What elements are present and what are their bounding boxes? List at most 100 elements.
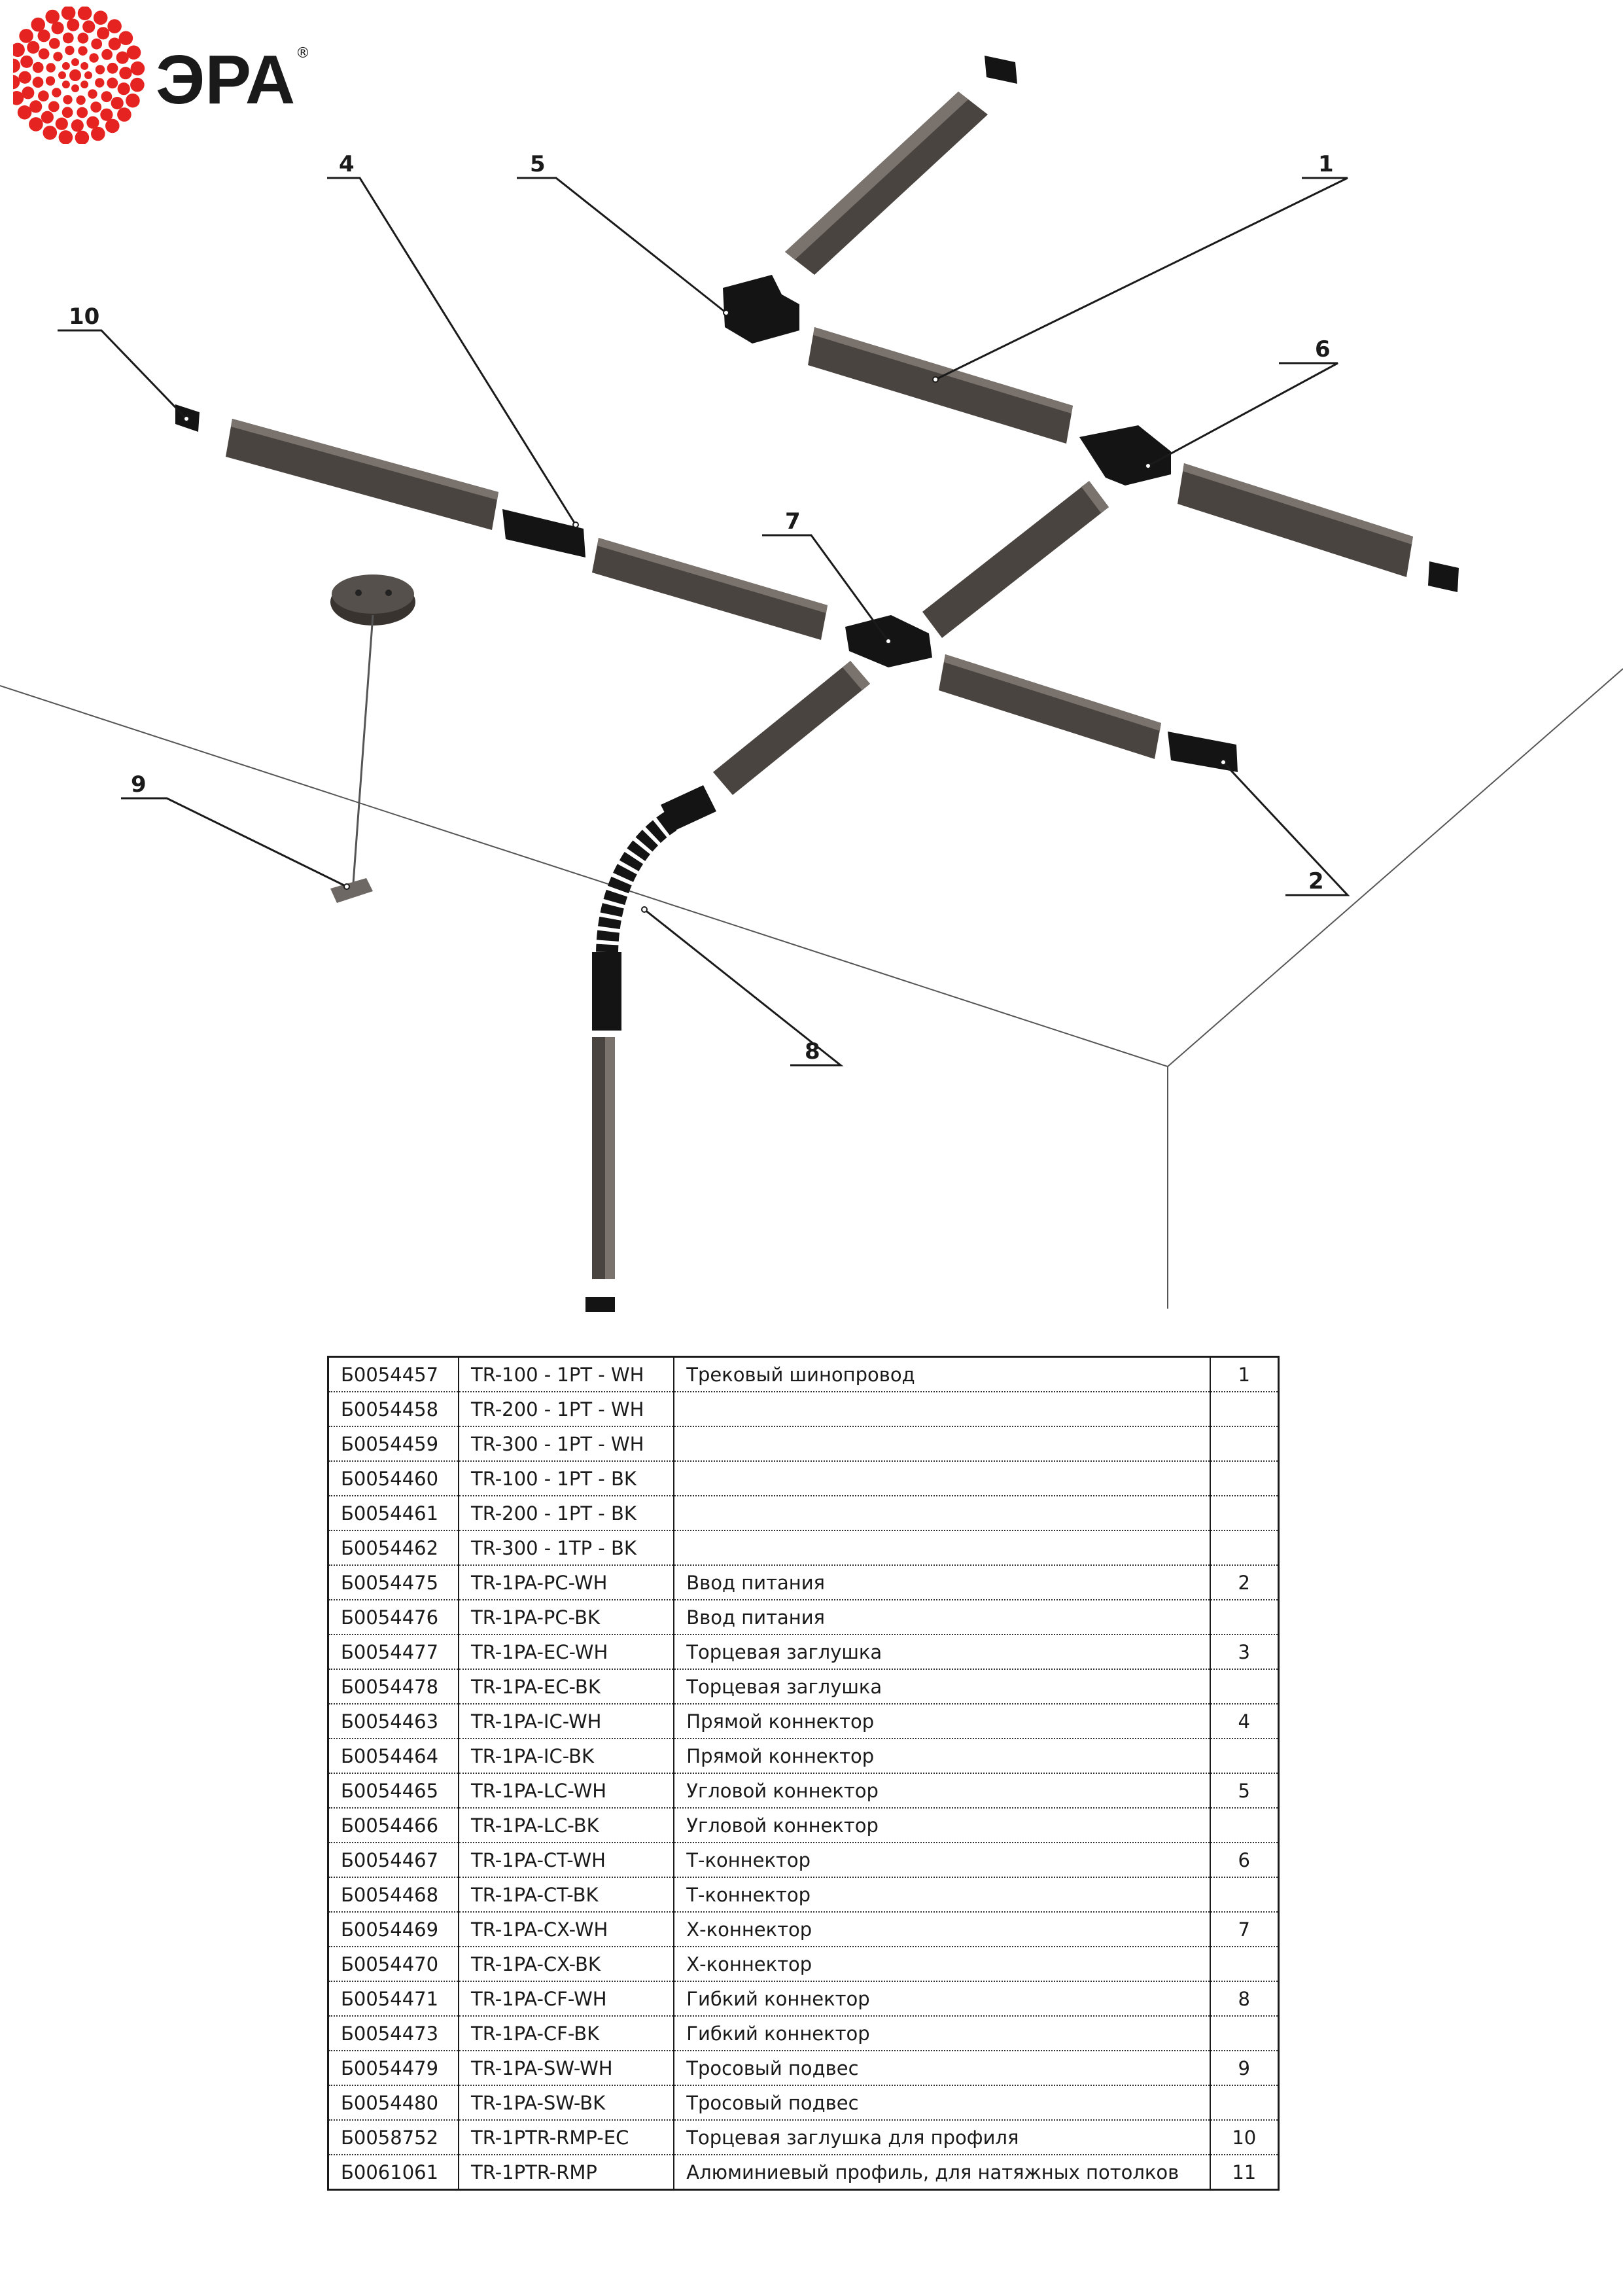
logo-dot xyxy=(65,45,75,56)
logo-dot xyxy=(75,130,90,144)
item-number-cell xyxy=(1209,1739,1279,1774)
name-cell: Т-коннектор xyxy=(673,1877,1210,1913)
logo-dot xyxy=(13,75,20,90)
logo-dot xyxy=(95,78,105,88)
logo-dot xyxy=(48,101,60,113)
flexible-connector xyxy=(596,811,677,953)
logo-dot xyxy=(29,117,43,132)
article-cell: Б0054473 xyxy=(328,2016,459,2051)
rail-left-far xyxy=(226,419,498,530)
model-cell: TR-1PA-CT-WH xyxy=(458,1843,674,1878)
logo-dot xyxy=(126,93,140,108)
logo-dot xyxy=(29,100,43,113)
logo-dot xyxy=(69,69,81,81)
item-number-cell xyxy=(1209,1496,1279,1531)
model-cell: TR-1PA-IC-WH xyxy=(458,1704,674,1739)
item-number-cell xyxy=(1209,1808,1279,1843)
logo-dot xyxy=(32,62,44,73)
model-cell: TR-1PA-CX-BK xyxy=(458,1947,674,1982)
article-cell: Б0054463 xyxy=(328,1704,459,1739)
logo-dot xyxy=(117,107,131,122)
logo-dot xyxy=(18,71,31,84)
sunburst-dots xyxy=(13,7,145,144)
article-cell: Б0054477 xyxy=(328,1634,459,1670)
name-cell: Торцевая заглушка для профиля xyxy=(673,2120,1210,2155)
logo-dot xyxy=(62,32,74,44)
logo-dot xyxy=(77,32,89,44)
logo-dot xyxy=(126,45,141,60)
model-cell: TR-1PA-CF-BK xyxy=(458,2016,674,2051)
callout-8: 8 xyxy=(805,1038,820,1065)
article-cell: Б0054465 xyxy=(328,1773,459,1809)
callout-10: 10 xyxy=(69,304,99,330)
logo-dot xyxy=(13,91,24,105)
assembly-diagram: 1 2 4 5 6 7 8 9 10 xyxy=(0,56,1623,1312)
logo-dot xyxy=(93,10,108,25)
logo-dot xyxy=(107,77,118,89)
model-cell: TR-1PA-LC-WH xyxy=(458,1773,674,1809)
logo-dot xyxy=(97,27,110,40)
model-cell: TR-1PA-CT-BK xyxy=(458,1877,674,1913)
model-cell: TR-100 - 1PT - WH xyxy=(458,1356,674,1392)
name-cell: Х-коннектор xyxy=(673,1947,1210,1982)
logo-dot xyxy=(130,61,145,76)
item-number-cell: 9 xyxy=(1209,2051,1279,2086)
logo-dot xyxy=(17,105,32,120)
item-number-cell xyxy=(1209,1530,1279,1566)
name-cell xyxy=(673,1530,1210,1566)
logo-dot xyxy=(48,38,60,49)
name-cell: Ввод питания xyxy=(673,1565,1210,1600)
logo-dot xyxy=(53,52,63,62)
logo-dot xyxy=(46,63,56,73)
end-cap-bottom xyxy=(585,1297,615,1312)
logo-dot xyxy=(118,31,133,45)
rail-top-diag xyxy=(785,92,988,275)
logo-dot xyxy=(58,130,73,144)
article-cell: Б0054470 xyxy=(328,1947,459,1982)
logo-dot xyxy=(61,7,76,20)
rail-lower-diag xyxy=(713,661,870,795)
logo-dot xyxy=(91,126,105,141)
logo-dot xyxy=(88,89,97,99)
logo-dot xyxy=(38,90,49,102)
logo-dot xyxy=(45,76,56,86)
end-cap-top xyxy=(985,56,1017,84)
track-rails xyxy=(226,92,1413,1279)
name-cell: Тросовый подвес xyxy=(673,2085,1210,2121)
name-cell xyxy=(673,1461,1210,1496)
logo-dot xyxy=(13,43,25,58)
callout-2: 2 xyxy=(1308,868,1324,894)
logo-dot xyxy=(67,18,80,31)
article-cell: Б0054460 xyxy=(328,1461,459,1496)
logo-dot xyxy=(63,95,73,105)
item-number-cell: 7 xyxy=(1209,1912,1279,1947)
logo-dot xyxy=(32,77,44,88)
logo-dot xyxy=(117,82,130,96)
model-cell: TR-200 - 1PT - BK xyxy=(458,1496,674,1531)
article-cell: Б0054480 xyxy=(328,2085,459,2121)
model-cell: TR-1PTR-RMP-EC xyxy=(458,2120,674,2155)
end-cap-right xyxy=(1428,561,1459,592)
item-number-cell: 3 xyxy=(1209,1634,1279,1670)
logo-dot xyxy=(61,107,73,118)
logo-dot xyxy=(101,48,113,60)
name-cell: Ввод питания xyxy=(673,1600,1210,1635)
name-cell xyxy=(673,1496,1210,1531)
logo-dot xyxy=(31,17,45,32)
article-cell: Б0054464 xyxy=(328,1739,459,1774)
logo-dot xyxy=(116,51,129,64)
logo-dot xyxy=(61,62,70,70)
item-number-cell xyxy=(1209,2016,1279,2051)
callout-7: 7 xyxy=(785,508,801,535)
article-cell: Б0054461 xyxy=(328,1496,459,1531)
article-cell: Б0054467 xyxy=(328,1843,459,1878)
item-number-cell xyxy=(1209,1426,1279,1462)
item-number-cell xyxy=(1209,1877,1279,1913)
